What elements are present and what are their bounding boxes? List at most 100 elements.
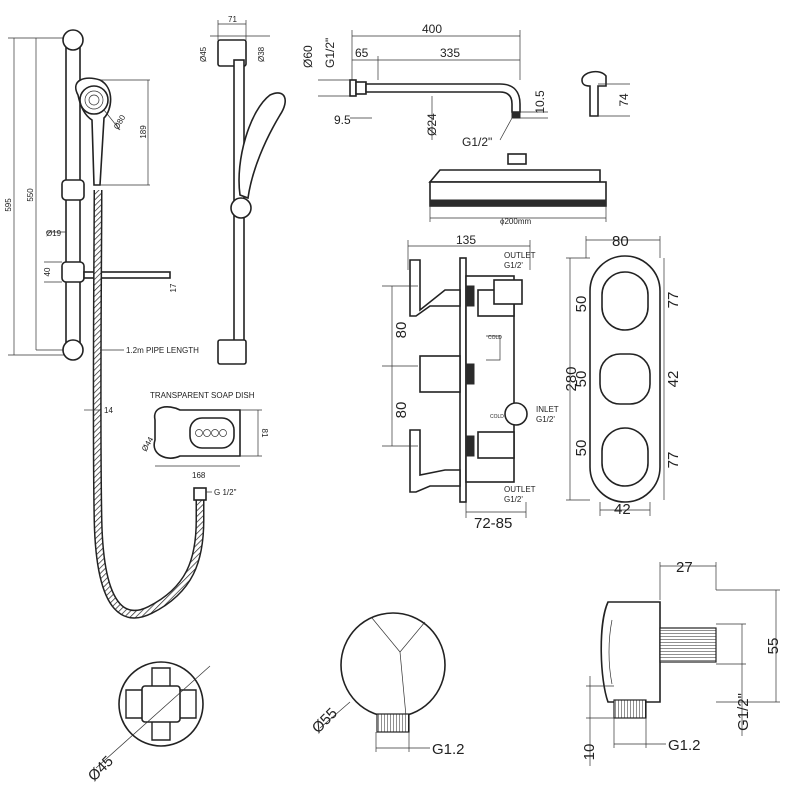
cold-label-lower: COLD [490, 414, 504, 420]
dim-knob-c: 77 [665, 452, 682, 469]
dim-outlet-thread-length: 10 [581, 744, 598, 761]
arm-flange [349, 79, 357, 97]
side-bottom-bracket [217, 339, 247, 365]
dim-total-height: 595 [4, 198, 13, 212]
pipe-length-label: 1.2m PIPE LENGTH [126, 346, 199, 355]
dim-shelf-thickness: 17 [169, 283, 178, 292]
soap-dish-tray [189, 417, 235, 449]
outlet-thread [376, 713, 410, 733]
slider-clamp [61, 179, 85, 201]
dim-outlet-thread-size: G1.2 [668, 737, 701, 754]
soap-shelf [83, 271, 171, 279]
dim-valve-depth: 135 [456, 233, 476, 247]
dim-head-diameter: ϕ200mm [500, 217, 531, 226]
head-connector [507, 153, 527, 165]
soap-dish-view: TRANSPARENT SOAP DISH 81 168 Ø44 [140, 391, 269, 480]
outlet-top-label: OUTLET [504, 251, 536, 260]
wall-outlet-side-body [600, 601, 661, 703]
inlet-port [504, 402, 528, 426]
dim-arm-total: 400 [422, 22, 442, 36]
head-top [428, 169, 601, 183]
dim-knob-b: 42 [665, 371, 682, 388]
top-bracket [62, 29, 84, 51]
dim-wall-depth: 74 [617, 93, 631, 107]
outlet-side-thread [659, 627, 717, 663]
shelf-clamp [61, 261, 85, 283]
dim-handle-b: 50 [573, 371, 590, 388]
shower-arm [365, 83, 521, 113]
dim-rail-diameter: Ø19 [46, 229, 62, 238]
side-handset [238, 92, 286, 200]
dim-pipe-dia: Ø24 [425, 113, 439, 136]
top-handle [409, 259, 461, 317]
dim-outlet-height: 55 [765, 638, 782, 655]
dim-thread-in: G1/2" [323, 38, 337, 68]
dim-hose-diameter: 14 [104, 406, 113, 415]
dim-outlet-thread: G1.2 [432, 741, 465, 758]
dim-clamp-height: 40 [43, 267, 52, 276]
wall-flange-view: Ø45 [85, 661, 211, 785]
handset [75, 77, 112, 186]
dim-bracket-dia-a: Ø45 [199, 46, 208, 62]
dim-soap-diameter: Ø44 [140, 435, 156, 453]
dim-handset-diameter: Ø80 [112, 113, 128, 131]
bottom-outlet-port [477, 431, 515, 459]
dim-rail-height: 550 [26, 188, 35, 202]
outlet-top-thread: G1/2' [504, 261, 523, 270]
hose-nut [193, 487, 207, 501]
dim-knob-a: 77 [665, 292, 682, 309]
front-middle-knob [599, 353, 651, 405]
shower-arm-view: 400 65 335 Ø60 G1/2" 10.5 9.5 Ø24 G1/2" … [301, 22, 631, 149]
top-outlet [493, 279, 523, 305]
dim-handle-c: 50 [573, 440, 590, 457]
arm-nut [355, 81, 367, 95]
dim-outlet-projection: 27 [676, 559, 693, 576]
dim-handset-length: 189 [139, 125, 148, 139]
arm-wall-flange [581, 70, 607, 117]
dim-thread-out: G1/2" [462, 135, 492, 149]
inlet-thread: G1/2' [536, 415, 555, 424]
dim-front-bottom: 42 [614, 501, 631, 518]
dim-flange-dia: Ø60 [301, 45, 315, 68]
dim-soap-depth: 81 [260, 429, 269, 438]
shower-hose [92, 189, 205, 619]
soap-dish-title: TRANSPARENT SOAP DISH [150, 391, 255, 400]
dim-soap-width: 168 [192, 471, 206, 480]
front-top-handle [601, 271, 649, 331]
middle-knob [419, 355, 461, 393]
wall-outlet-front-view: G1.2 Ø55 [309, 612, 465, 758]
outlet-bottom-label: OUTLET [504, 485, 536, 494]
dim-bracket-dia-b: Ø38 [257, 46, 266, 62]
valve-front-view: 80 280 50 50 50 77 42 77 42 [563, 233, 682, 518]
dim-flange-depth: 9.5 [334, 113, 351, 127]
bottom-handle [409, 429, 461, 493]
wall-outlet-body [340, 612, 446, 718]
front-bottom-handle [601, 427, 649, 487]
dim-drop: 10.5 [533, 90, 547, 114]
dim-front-height: 280 [563, 366, 580, 391]
outlet-bottom-thread: G1/2' [504, 495, 523, 504]
dim-flange-diameter: Ø45 [85, 753, 117, 785]
valve-side-view: 135 80 80 OUTLET G1/2' COLD COLD INLET G… [382, 233, 559, 532]
arm-outlet [511, 111, 521, 119]
dim-wall-offset: 65 [355, 46, 369, 60]
dim-spacing-bottom: 80 [393, 402, 410, 419]
riser-rail-view: 595 550 189 Ø80 Ø19 40 17 [4, 29, 237, 619]
cold-label-upper: COLD [488, 335, 502, 341]
dim-adjust: 72-85 [474, 515, 512, 532]
dim-outlet-diameter: Ø55 [309, 705, 341, 737]
dim-spacing-top: 80 [393, 322, 410, 339]
dim-side-projection: 71 [228, 15, 237, 24]
shower-head-view: ϕ200mm [428, 153, 607, 226]
dim-handle-a: 50 [573, 296, 590, 313]
riser-rail-side-view: 71 Ø45 Ø38 [199, 15, 286, 365]
dim-arm-length: 335 [440, 46, 460, 60]
bottom-bracket [62, 339, 84, 361]
wall-plate [459, 257, 467, 503]
outlet-bottom-thread [613, 699, 647, 719]
dim-outlet-side-thread: G1/2" [735, 693, 752, 731]
wall-outlet-side-view: 27 55 G1/2" 10 G1.2 [581, 559, 782, 766]
side-clamp [230, 197, 252, 219]
inlet-label: INLET [536, 405, 559, 414]
